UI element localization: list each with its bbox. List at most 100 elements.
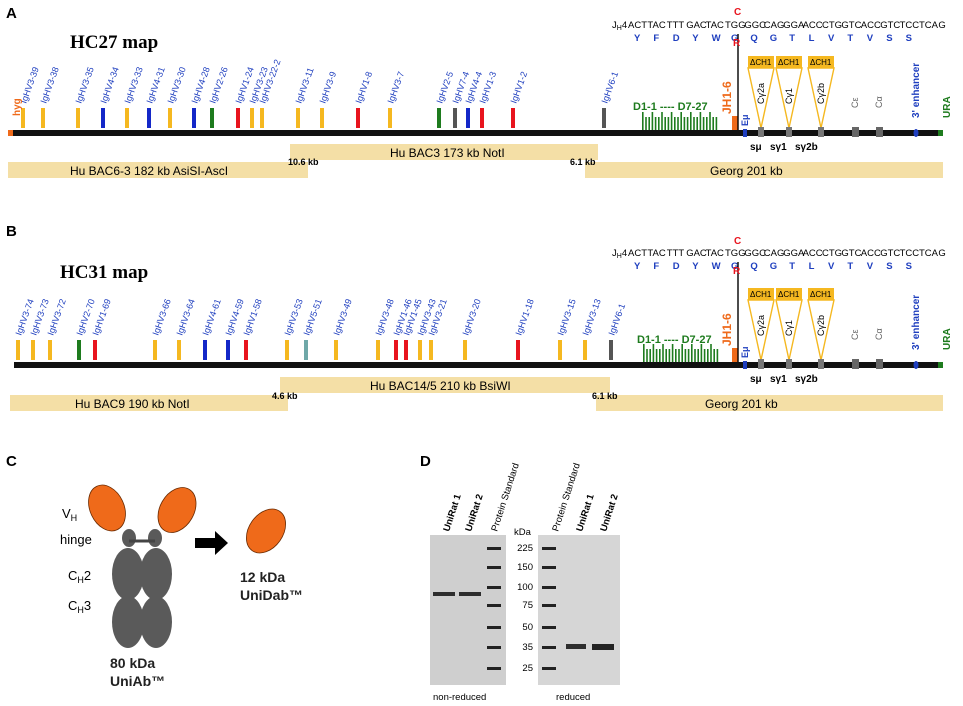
codon-9: ACC	[803, 248, 823, 259]
band-unirat2-red	[592, 644, 614, 650]
bac-bar-2	[290, 144, 598, 160]
gene-tick	[16, 340, 20, 360]
lane-right-2: UniRat 1	[574, 492, 597, 533]
residue-5: G	[731, 33, 738, 44]
d-segment	[675, 349, 677, 362]
constant-exon	[758, 359, 764, 369]
codon-11: GTC	[841, 20, 861, 31]
constant-name: Cε	[850, 329, 860, 340]
gene-label: IgHV3-7	[385, 70, 406, 104]
emu-mark	[743, 361, 747, 369]
residue-1: F	[653, 33, 659, 44]
hc27-locus-bar	[8, 130, 943, 136]
constant-exon	[818, 127, 824, 137]
dch1-label: ΔCH1	[778, 58, 800, 67]
gene-tick	[21, 108, 25, 128]
d-segment	[667, 117, 670, 130]
lane-left-2: UniRat 2	[463, 493, 485, 533]
bac-label-2: Hu BAC3 173 kb NotI	[390, 146, 505, 160]
ladder-band-left	[487, 547, 501, 550]
d-segment	[707, 349, 709, 362]
bac-label-b1: Hu BAC9 190 kb NotI	[75, 397, 190, 411]
gene-label: IgHV3-30	[165, 66, 187, 105]
codon-8: GGA	[783, 20, 805, 31]
codon-10: CTG	[822, 248, 842, 259]
gene-label: IgHV4-34	[98, 66, 120, 105]
band-unirat2-nonred	[459, 592, 481, 596]
switch-label: sμ	[750, 374, 762, 385]
ladder-band-left	[487, 667, 501, 670]
bac-label-b2: Hu BAC14/5 210 kb BsiWI	[370, 379, 511, 393]
switch-label: sμ	[750, 142, 762, 153]
bac-bar-b1	[10, 395, 288, 411]
codon-0: ACT	[628, 248, 647, 259]
dch1-box	[776, 288, 802, 300]
switch-label: sγ2b	[795, 142, 818, 153]
ladder-band-left	[487, 586, 501, 589]
codon-3: GAC	[686, 20, 707, 31]
gene-tick	[388, 108, 392, 128]
marker-label: 150	[517, 562, 533, 573]
gel-nonreduced	[430, 535, 506, 685]
ura-label-b: URA	[942, 328, 953, 350]
d-segment	[709, 112, 711, 130]
gene-label: IgHV5-51	[301, 298, 323, 337]
constant-name: Cγ2b	[816, 83, 826, 104]
d-segment	[699, 112, 702, 130]
constant-name: Cα	[874, 96, 884, 108]
ladder-band-right	[542, 646, 556, 649]
switch-label: sγ1	[770, 374, 787, 385]
constant-triangle	[747, 299, 775, 361]
bac-bar-1	[8, 162, 308, 178]
overlap-label-b2: 6.1 kb	[592, 391, 618, 401]
residue-3: Y	[692, 33, 699, 44]
mutation-nt: C	[734, 7, 741, 18]
gene-label: IgHV3-33	[122, 66, 144, 105]
jh-block	[732, 348, 738, 362]
codon-2: TTT	[667, 20, 685, 31]
ladder-band-left	[487, 604, 501, 607]
hinge-label: hinge	[60, 532, 92, 547]
d-segment	[680, 112, 682, 130]
enhancer-mark	[913, 129, 919, 137]
residue-10: V	[828, 261, 835, 272]
gene-tick	[466, 108, 470, 128]
d-segment	[706, 117, 708, 130]
d-segment	[700, 344, 703, 362]
dch1-label: ΔCH1	[810, 58, 832, 67]
constant-exon	[876, 359, 883, 369]
cond-nonreduced: non-reduced	[433, 692, 486, 703]
gene-label: IgHV3-15	[555, 298, 577, 337]
ch2-label: CH2	[68, 568, 91, 585]
gene-tick	[192, 108, 196, 128]
constant-name: Cγ2a	[756, 315, 766, 336]
frag-mass: 12 kDa	[240, 569, 285, 585]
gene-label: IgHV3-66	[150, 298, 172, 337]
bac-label-1: Hu BAC6-3 182 kb AsiSI-AscI	[70, 164, 228, 178]
d-segment	[659, 349, 661, 362]
vh-label: VH	[62, 506, 77, 523]
constant-exon	[758, 127, 764, 137]
codon-15: TCA	[919, 20, 939, 31]
gene-tick	[153, 340, 157, 360]
constant-exon	[876, 127, 883, 137]
gene-label: IgHV3-49	[331, 298, 353, 337]
residue-2: D	[673, 33, 680, 44]
d-segment	[655, 349, 658, 362]
hc27-title: HC27 map	[70, 32, 158, 53]
enhancer-label: 3' enhancer	[911, 295, 922, 350]
residue-11: T	[847, 33, 853, 44]
gene-tick	[437, 108, 441, 128]
gene-label: IgHV4-61	[200, 298, 222, 337]
emu-label: Eμ	[740, 346, 750, 358]
constant-triangle	[775, 299, 803, 361]
constant-triangle	[807, 67, 835, 129]
d-segment	[658, 117, 660, 130]
gene-tick	[226, 340, 230, 360]
gene-label: IgHV3-64	[174, 298, 196, 337]
residue-8: T	[789, 261, 795, 272]
